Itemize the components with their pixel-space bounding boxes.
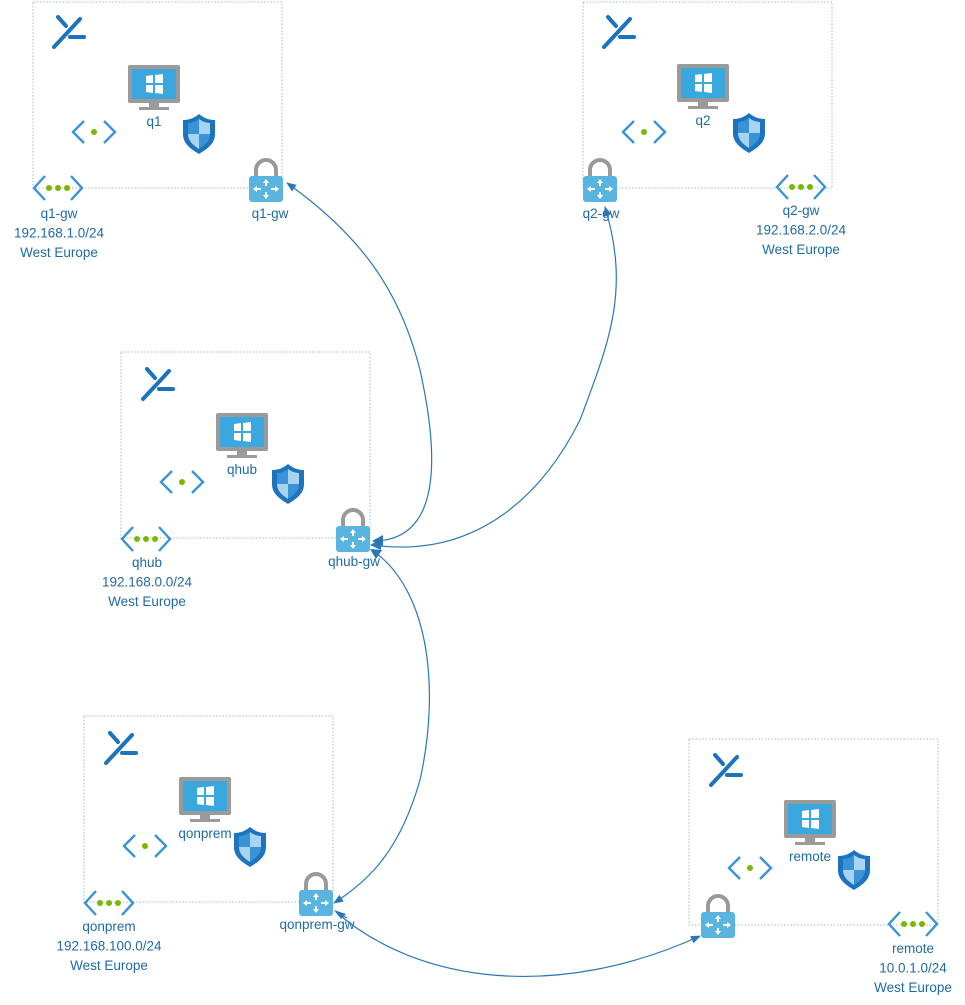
vnet-name-label: q2-gw [783, 203, 820, 218]
address-space-label: 192.168.100.0/24 [56, 939, 162, 954]
vpn-gateway-icon [299, 872, 333, 916]
connection-arrowhead [370, 549, 382, 559]
connection-arrowhead [370, 539, 381, 550]
region-label: West Europe [874, 980, 952, 995]
shield-icon [733, 113, 765, 153]
region-label: West Europe [762, 242, 840, 257]
vm-label: remote [789, 849, 831, 864]
gateway-label: q1-gw [252, 206, 289, 221]
group-boundary [688, 738, 939, 926]
peering-icon [602, 15, 636, 49]
connection-arrowhead [334, 910, 346, 919]
vnet-name-label: remote [892, 941, 934, 956]
shield-icon [234, 827, 266, 867]
vm-label: qhub [227, 462, 257, 477]
region-label: West Europe [108, 594, 186, 609]
connection-qhub-qonprem [333, 549, 431, 904]
gateway-label: qonprem-gw [279, 917, 354, 932]
peering-icon [52, 15, 86, 49]
vnet-group-qonprem: qonprem qonprem-gw qonprem 192.168.100.0/24… [56, 715, 355, 973]
peering-icon [709, 753, 743, 787]
vpn-gateway-icon [336, 508, 370, 552]
group-boundary [582, 1, 833, 189]
peering-icon [141, 367, 175, 401]
gateway-label: qhub-gw [328, 554, 380, 569]
vm-label: q2 [695, 113, 710, 128]
subnet-icon [727, 856, 773, 880]
vnet-icon [83, 890, 135, 916]
connection-qhub-q2 [371, 206, 617, 548]
vnet-name-label: q1-gw [41, 206, 78, 221]
vnet-name-label: qhub [132, 555, 162, 570]
vnet-icon [120, 526, 172, 552]
address-space-label: 192.168.1.0/24 [14, 226, 105, 241]
gateway-label: q2-gw [583, 206, 620, 221]
vpn-gateway-icon [583, 158, 617, 202]
subnet-icon [159, 470, 205, 494]
vnet-icon [32, 175, 84, 201]
address-space-label: 192.168.2.0/24 [756, 223, 847, 238]
region-label: West Europe [70, 958, 148, 973]
connection-qonprem-remote [335, 911, 701, 978]
windows-vm-icon [179, 777, 231, 822]
address-space-label: 192.168.0.0/24 [102, 575, 193, 590]
subnet-icon [621, 120, 667, 144]
vm-label: q1 [146, 114, 161, 129]
group-boundary [32, 1, 283, 189]
vpn-gateway-icon [701, 894, 735, 938]
connection-qhub-q1 [286, 182, 433, 542]
connections-layer [286, 182, 701, 978]
peering-icon [104, 731, 138, 765]
vpn-gateway-icon [249, 158, 283, 202]
vnet-icon [887, 911, 939, 937]
shield-icon [838, 850, 870, 890]
region-label: West Europe [20, 245, 98, 260]
subnet-icon [71, 120, 117, 144]
vnet-name-label: qonprem [82, 919, 135, 934]
address-space-label: 10.0.1.0/24 [879, 961, 947, 976]
group-boundary [83, 715, 334, 903]
windows-vm-icon [677, 64, 729, 109]
shield-icon [272, 464, 304, 504]
vm-label: qonprem [178, 826, 231, 841]
group-boundary [120, 351, 371, 539]
subnet-icon [122, 834, 168, 858]
windows-vm-icon [216, 413, 268, 458]
windows-vm-icon [784, 800, 836, 845]
windows-vm-icon [128, 65, 180, 110]
shield-icon [183, 114, 215, 154]
vnet-icon [775, 174, 827, 200]
